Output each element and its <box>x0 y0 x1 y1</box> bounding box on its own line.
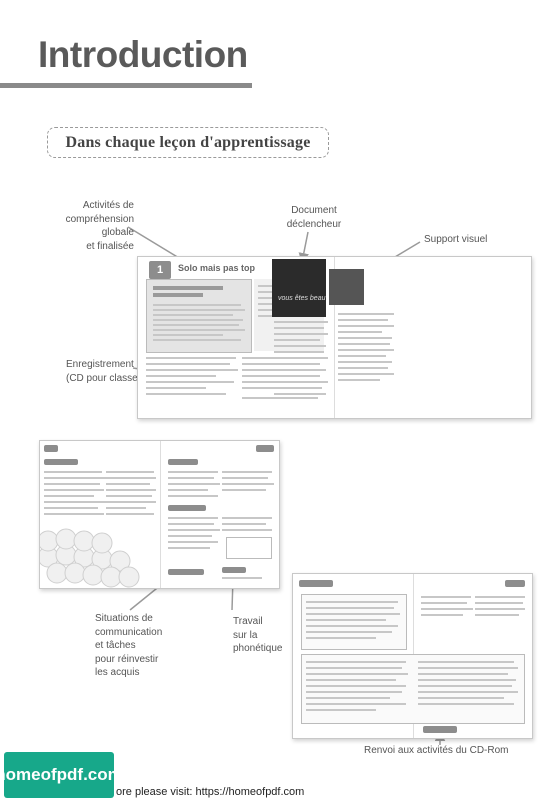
site-logo[interactable]: homeofpdf.com <box>0 752 123 798</box>
spread-lesson-1: 1 Solo mais pas top vous êtes beau <box>137 256 532 419</box>
page-title: Introduction <box>38 34 248 75</box>
section-heading-text: Dans chaque leçon d'apprentissage <box>65 133 311 151</box>
article-clipping <box>146 279 252 353</box>
section-heading: Dans chaque leçon d'apprentissage <box>47 127 329 158</box>
label-support: Support visuel <box>424 234 488 245</box>
lesson-number-badge: 1 <box>149 261 171 279</box>
spread-cd-rom <box>292 573 533 739</box>
label-activites: Activités de compréhension globale et fi… <box>65 200 134 252</box>
label-enregistrement: Enregistrement (CD pour classe) <box>66 359 142 384</box>
cd-rom-tag <box>423 726 457 733</box>
title-rule <box>0 83 252 88</box>
label-renvoi: Renvoi aux activités du CD-Rom <box>364 745 509 756</box>
label-situations: Situations de communication et tâches po… <box>95 613 163 678</box>
footer-link-text[interactable]: ore please visit: https://homeofpdf.com <box>116 786 305 798</box>
magazine-cover-caption: vous êtes beau <box>278 295 326 302</box>
magazine-cover-photo: vous êtes beau <box>272 259 326 317</box>
label-document: Document déclencheur <box>286 205 342 230</box>
support-visual-photo <box>329 269 364 305</box>
spread-communication <box>39 440 280 589</box>
lesson-title: Solo mais pas top <box>178 263 256 273</box>
label-travail: Travail sur la phonétique <box>233 616 283 654</box>
bubbles-illustration <box>40 528 140 588</box>
